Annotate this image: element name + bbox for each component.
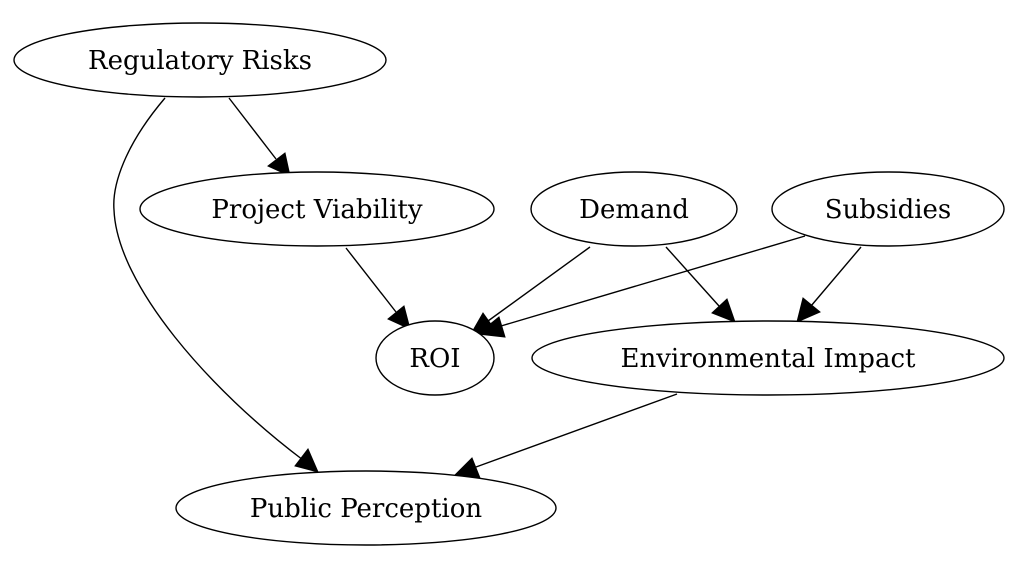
node-label-public-perception: Public Perception <box>250 494 482 524</box>
edge-demand-to-environmental-impact <box>665 246 720 307</box>
node-label-roi: ROI <box>409 344 460 374</box>
edge-subsidies-to-environmental-impact <box>810 246 862 307</box>
edges <box>113 97 862 479</box>
node-public-perception[interactable]: Public Perception <box>175 470 557 546</box>
node-label-project-viability: Project Viability <box>211 195 422 225</box>
edge-subsidies-to-roi <box>500 235 806 327</box>
node-regulatory-risks[interactable]: Regulatory Risks <box>13 22 387 98</box>
node-label-demand: Demand <box>579 195 689 225</box>
edge-regulatory-risks-to-public-perception <box>113 97 304 461</box>
node-label-regulatory-risks: Regulatory Risks <box>88 46 312 76</box>
arrowhead-environmental-impact-from-subsidies <box>796 297 821 323</box>
arrowhead-public-perception-left <box>294 448 319 473</box>
node-label-subsidies: Subsidies <box>825 195 952 225</box>
node-environmental-impact[interactable]: Environmental Impact <box>531 320 1005 396</box>
node-subsidies[interactable]: Subsidies <box>771 171 1005 247</box>
arrowhead-project-viability <box>267 152 291 177</box>
edge-project-viability-to-roi <box>345 247 397 313</box>
node-demand[interactable]: Demand <box>530 171 738 247</box>
edge-regulatory-risks-to-project-viability <box>228 97 277 160</box>
arrowhead-roi-from-project-viability <box>387 305 411 330</box>
arrowhead-environmental-impact-from-demand <box>711 298 736 323</box>
edge-environmental-impact-to-public-perception <box>475 393 678 468</box>
node-label-environmental-impact: Environmental Impact <box>621 344 917 374</box>
edge-demand-to-roi <box>487 246 591 322</box>
node-roi[interactable]: ROI <box>375 320 495 396</box>
arrowhead-roi-from-subsidies <box>476 316 506 338</box>
node-project-viability[interactable]: Project Viability <box>139 171 495 247</box>
